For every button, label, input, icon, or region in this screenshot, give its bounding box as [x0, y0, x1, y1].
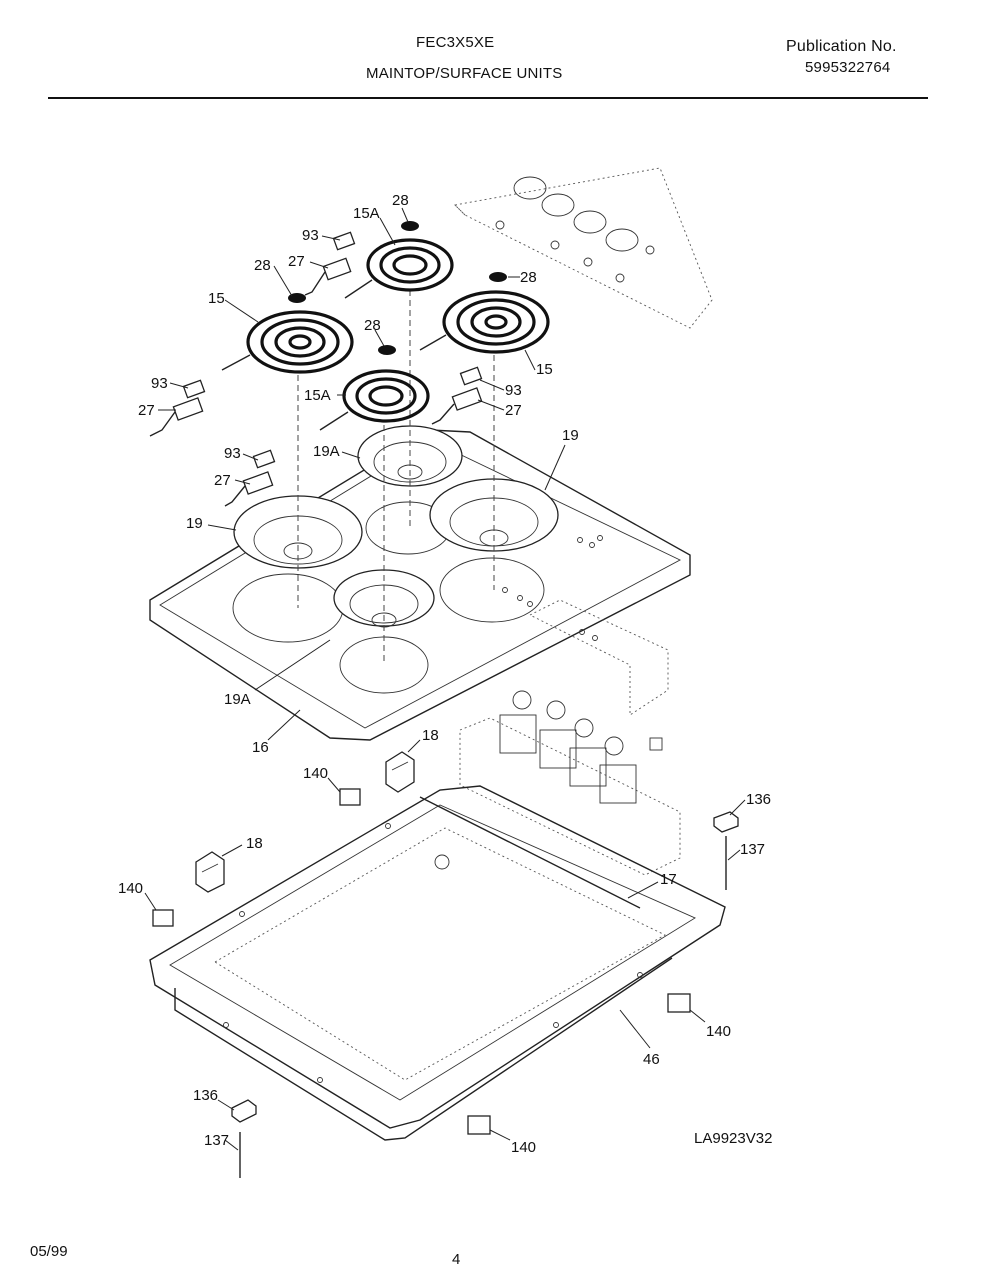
receptacle-front	[224, 449, 276, 507]
element-15-left	[221, 310, 354, 374]
callout-19-right: 19	[562, 427, 579, 444]
receptacle-back	[304, 231, 356, 296]
callout-140-right: 140	[706, 1023, 731, 1040]
clip-bottom	[467, 1115, 491, 1135]
hinge-upper	[385, 751, 415, 793]
receptacles	[149, 231, 483, 507]
callout-137-lower: 137	[204, 1132, 229, 1149]
drawing-id: LA9923V32	[694, 1130, 772, 1147]
brackets-and-screws	[231, 811, 739, 1178]
callout-labels: 28 15A 93 27 28 28 15 28 93 27 15A 15 93…	[118, 192, 772, 1156]
bracket-136-lower	[231, 1099, 257, 1123]
callout-93-right: 93	[505, 382, 522, 399]
callout-19-left: 19	[186, 515, 203, 532]
alignment-lines	[297, 290, 495, 665]
switch-assembly	[459, 599, 681, 876]
receptacle-right	[431, 366, 483, 425]
surface-elements	[221, 238, 550, 431]
callout-27-back: 27	[288, 253, 305, 270]
leader-lines	[144, 207, 746, 1151]
callout-28-top: 28	[392, 192, 409, 209]
callout-93-back: 93	[302, 227, 319, 244]
page-number: 4	[452, 1251, 461, 1268]
callout-137-upper: 137	[740, 841, 765, 858]
publication-number: 5995322764	[805, 59, 891, 76]
header-rule	[48, 97, 928, 99]
callout-136-upper: 136	[746, 791, 771, 808]
callout-18-upper: 18	[422, 727, 439, 744]
drip-bowls	[233, 425, 559, 628]
callout-15A-back: 15A	[353, 205, 380, 222]
callout-46: 46	[643, 1051, 660, 1068]
callout-27-left: 27	[138, 402, 155, 419]
hinge-lower	[195, 851, 225, 893]
footer-date: 05/99	[30, 1243, 68, 1260]
callout-28-left: 28	[254, 257, 271, 274]
callout-18-lower: 18	[246, 835, 263, 852]
lower-box	[149, 785, 726, 1141]
clip-upper	[339, 788, 361, 806]
insulators-28	[288, 221, 507, 355]
callout-140-upper: 140	[303, 765, 328, 782]
callout-27-right: 27	[505, 402, 522, 419]
callout-15-right: 15	[536, 361, 553, 378]
model-number: FEC3X5XE	[416, 34, 495, 51]
clip-left	[152, 909, 174, 927]
element-15A-front	[319, 369, 430, 431]
callout-15-left: 15	[208, 290, 225, 307]
element-15-right	[419, 290, 550, 354]
publication-label: Publication No.	[786, 38, 897, 55]
callout-93-front: 93	[224, 445, 241, 462]
callout-19A-back: 19A	[313, 443, 340, 460]
clips-140	[152, 788, 691, 1135]
callout-17: 17	[660, 871, 677, 888]
callout-140-left: 140	[118, 880, 143, 897]
callout-28-center: 28	[364, 317, 381, 334]
callout-136-lower: 136	[193, 1087, 218, 1104]
section-title: MAINTOP/SURFACE UNITS	[366, 65, 563, 82]
hinges-18	[195, 751, 415, 893]
callout-28-right: 28	[520, 269, 537, 286]
callout-93-left: 93	[151, 375, 168, 392]
callout-140-bottom: 140	[511, 1139, 536, 1156]
receptacle-left	[149, 379, 206, 437]
callout-15A-front: 15A	[304, 387, 331, 404]
element-15A-back	[344, 238, 454, 299]
control-panel	[454, 167, 713, 329]
callout-27-front: 27	[214, 472, 231, 489]
callout-16: 16	[252, 739, 269, 756]
bracket-136-upper	[713, 811, 739, 833]
clip-right	[667, 993, 691, 1013]
callout-19A-front: 19A	[224, 691, 251, 708]
